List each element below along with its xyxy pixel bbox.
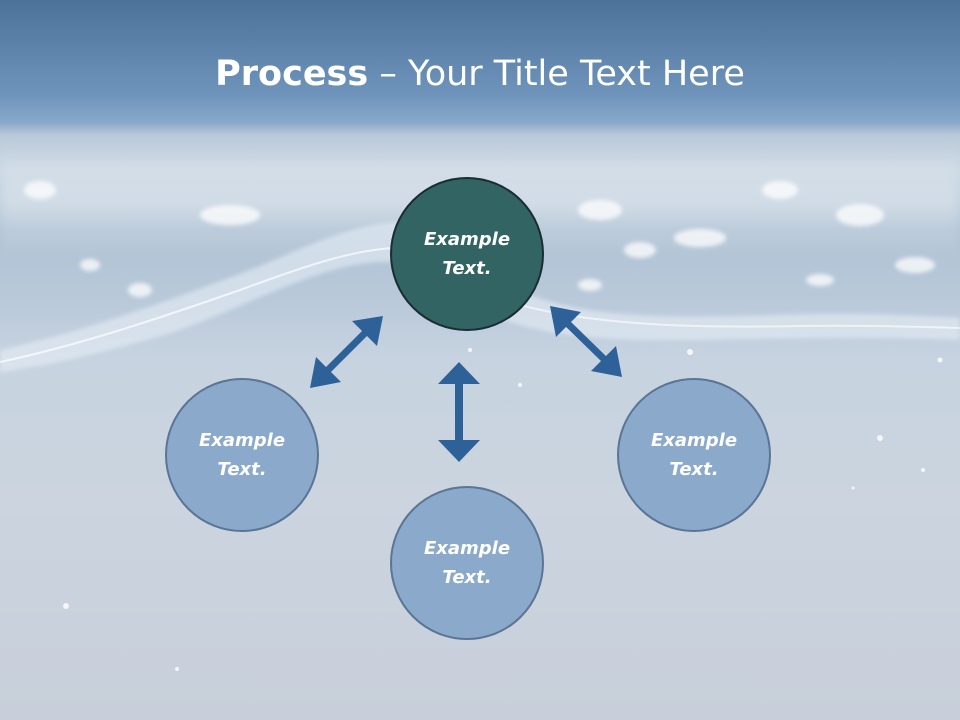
arrow-center-left bbox=[310, 316, 383, 388]
title-bold-text: Process bbox=[215, 54, 369, 94]
process-node-bottom-label: Example Text. bbox=[423, 538, 511, 588]
process-node-right-label: Example Text. bbox=[650, 430, 738, 480]
slide-title: Process – Your Title Text Here bbox=[0, 52, 960, 96]
process-node-right: Example Text. bbox=[617, 378, 771, 532]
process-node-left: Example Text. bbox=[165, 378, 319, 532]
process-node-center-label: Example Text. bbox=[423, 229, 511, 279]
process-node-left-label: Example Text. bbox=[198, 430, 286, 480]
process-node-center: Example Text. bbox=[390, 177, 544, 331]
title-rest-text: – Your Title Text Here bbox=[368, 54, 745, 94]
process-node-bottom: Example Text. bbox=[390, 486, 544, 640]
arrow-center-right bbox=[550, 306, 622, 377]
arrow-center-bottom bbox=[438, 362, 480, 462]
